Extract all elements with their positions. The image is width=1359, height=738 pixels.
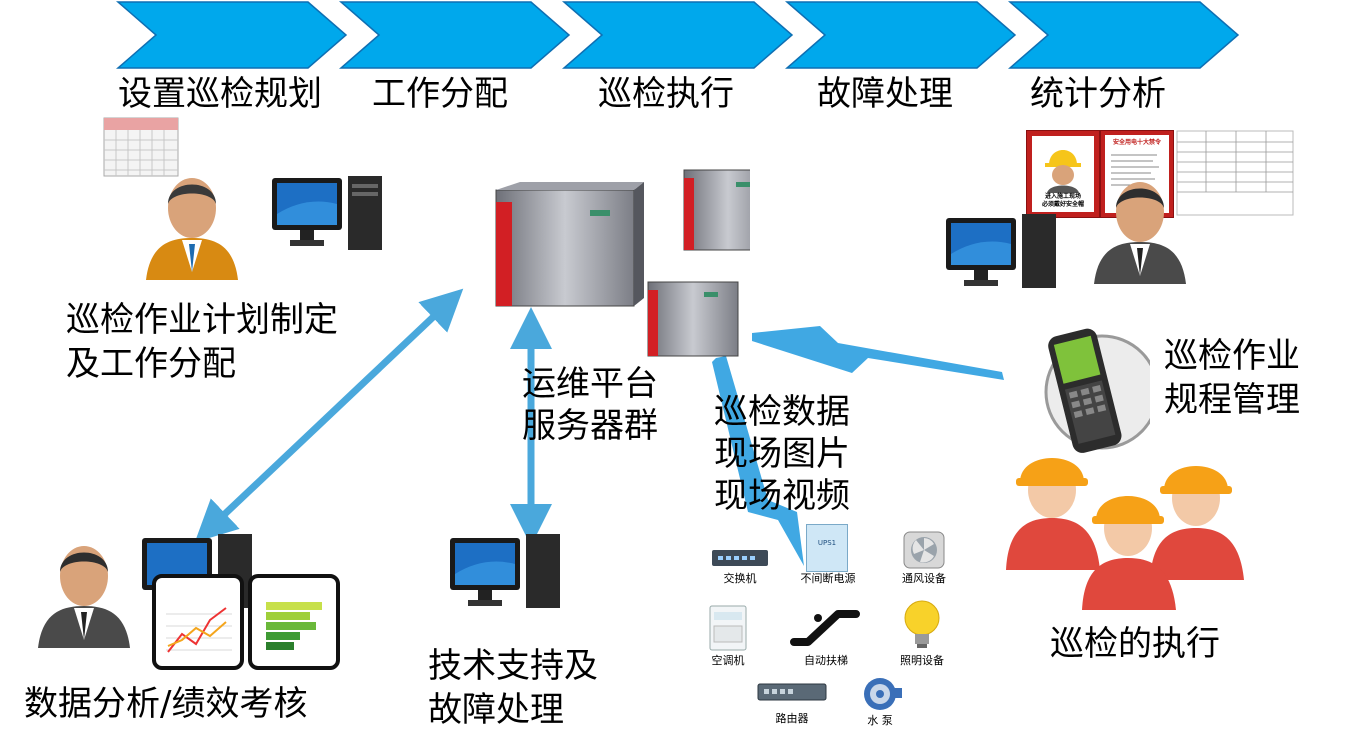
- equipment-label-fan: 通风设备: [902, 572, 946, 585]
- equipment-label-pump: 水 泵: [867, 714, 893, 727]
- stage-label-assign: 工作分配: [372, 74, 508, 114]
- poster-caption-1: 进入施工现场: [1044, 193, 1081, 200]
- equipment-label-ac: 空调机: [711, 654, 745, 667]
- stage-label-execute: 巡检执行: [598, 74, 734, 114]
- water-pump-icon: [864, 678, 902, 710]
- equipment-label-router: 路由器: [775, 712, 809, 725]
- data-title-line-1: 巡检数据: [714, 392, 850, 432]
- handheld-terminal-icon: [1044, 328, 1150, 453]
- server-rack-icon: [495, 169, 750, 357]
- desktop-computer-icon: [450, 534, 560, 608]
- equipment-label-switch: 交换机: [723, 572, 757, 585]
- data-title-line-2: 现场图片: [714, 434, 850, 474]
- support-title-line-1: 技术支持及: [428, 646, 598, 686]
- chevron-stage-1: [115, 1, 348, 69]
- poster-caption-2: 必须戴好安全帽: [1041, 201, 1084, 208]
- stage-label-fault: 故障处理: [817, 74, 953, 114]
- regulation-title-line-2: 规程管理: [1164, 380, 1300, 420]
- worker-back: [1150, 466, 1244, 580]
- regulation-title-line-1: 巡检作业: [1164, 336, 1300, 376]
- calendar-icon: [103, 117, 179, 177]
- data-title-line-3: 现场视频: [714, 476, 850, 516]
- chevron-stage-4: [784, 1, 1017, 69]
- server-title-line-2: 服务器群: [522, 406, 658, 446]
- equipment-label-ups: 不间断电源: [800, 572, 856, 585]
- light-bulb-icon: [904, 600, 940, 648]
- desktop-computer-icon: [272, 176, 382, 250]
- analysis-title: 数据分析/绩效考核: [24, 684, 308, 724]
- poster-title: 安全用电十大禁令: [1112, 139, 1161, 146]
- plan-title-line-1: 巡检作业计划制定: [66, 300, 338, 340]
- bar-chart-icon: [248, 574, 340, 670]
- chevron-stage-5: [1007, 1, 1240, 69]
- stage-label-plan: 设置巡检规划: [118, 74, 322, 114]
- network-switch-icon: [712, 550, 768, 566]
- worker-helmet-icon: [1006, 458, 1244, 610]
- inspector-avatar-icon: [1094, 182, 1186, 284]
- escalator-icon: [790, 610, 860, 646]
- arrow-analysis-to-server: [194, 288, 464, 543]
- equipment-label-escalator: 自动扶梯: [804, 654, 848, 667]
- lightning-equipment-link: [712, 356, 804, 566]
- stage-label-stats: 统计分析: [1030, 74, 1166, 114]
- lightning-wireless-link: [752, 326, 1004, 380]
- equipment-label-light: 照明设备: [900, 654, 944, 667]
- air-conditioner-icon: [709, 605, 747, 651]
- chevron-stage-3: [561, 1, 794, 69]
- chevron-stage-2: [338, 1, 571, 69]
- desktop-computer-icon: [946, 214, 1056, 288]
- safety-poster-icon: 进入施工现场 必须戴好安全帽: [1026, 130, 1100, 218]
- plan-title-line-2: 及工作分配: [66, 344, 236, 384]
- line-chart-icon: [152, 574, 244, 670]
- analyst-avatar-icon: [38, 546, 130, 648]
- server-back: [683, 169, 750, 251]
- server-title-line-1: 运维平台: [522, 364, 658, 404]
- worker-left: [1006, 458, 1100, 570]
- ventilation-fan-icon: [903, 531, 945, 569]
- server-main: [495, 182, 644, 307]
- router-icon: [757, 683, 827, 701]
- support-title-line-2: 故障处理: [428, 690, 564, 730]
- manager-avatar-icon: [146, 178, 238, 280]
- execution-title: 巡检的执行: [1050, 624, 1220, 664]
- worker-front: [1082, 496, 1176, 610]
- server-small: [647, 281, 739, 357]
- form-sheet-icon: [1176, 130, 1294, 216]
- ups-tag: UPS1: [817, 539, 837, 547]
- ups-icon: UPS1: [806, 524, 848, 572]
